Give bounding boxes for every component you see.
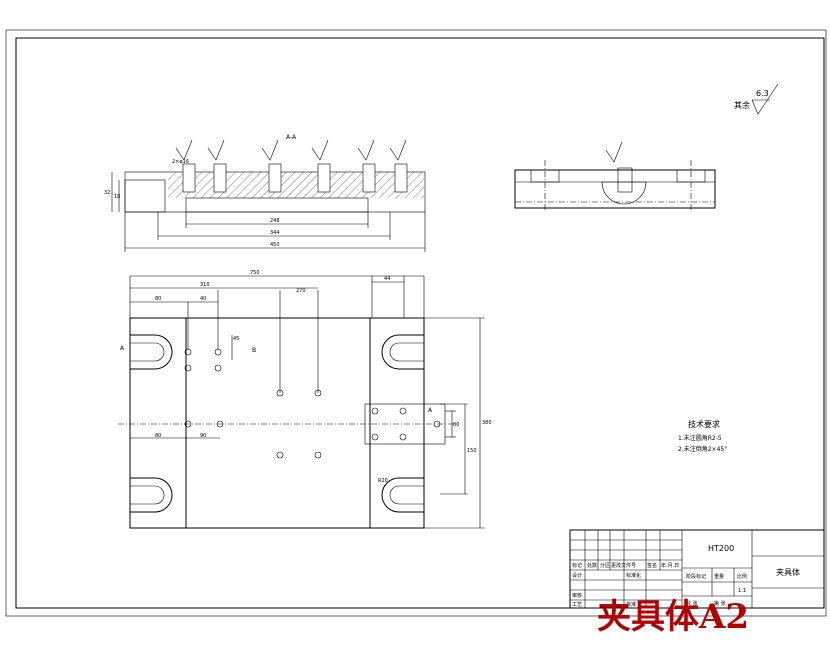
title-label-mark: 标记 <box>572 562 582 569</box>
title-label-weight: 重量 <box>714 573 724 580</box>
title-label-count: 处数 <box>587 562 597 569</box>
title-label-process: 工艺 <box>572 602 582 608</box>
title-label-approve: 批准 <box>626 601 636 608</box>
dim-height-1: 32 <box>104 190 110 196</box>
title-label-sign: 签名 <box>647 562 657 569</box>
title-label-date: 年.月.日 <box>661 562 679 569</box>
section-hole-note: 2×φ16 <box>172 159 189 165</box>
title-part-name: 夹具体 <box>776 567 800 577</box>
dim-height-2: 18 <box>114 194 120 200</box>
tech-req-item-1: 1.未注圆角R2-5 <box>678 434 722 442</box>
view-marker-a-right: A <box>428 407 433 414</box>
title-label-scale: 比例 <box>737 573 747 580</box>
title-label-review: 审核 <box>572 592 582 599</box>
roughness-label: 其余 <box>734 100 750 110</box>
title-label-sheet-no: 第 张 <box>714 600 726 607</box>
dim-height-total: 380 <box>482 420 492 426</box>
side-view <box>514 141 716 212</box>
watermark-text: 夹具体A2 <box>597 597 749 637</box>
title-label-sheets: 共 张 <box>686 600 698 607</box>
dim-width-3: 248 <box>270 218 280 224</box>
dim-f: 80 <box>155 433 161 439</box>
plan-view: 750 44 310 270 80 40 45 80 90 380 150 80… <box>118 270 492 529</box>
inner-frame <box>15 37 825 609</box>
view-marker-b: B <box>252 347 256 354</box>
outer-frame <box>5 29 827 617</box>
title-scale-value: 1:1 <box>738 588 746 594</box>
dim-e: 45 <box>233 336 239 342</box>
dim-b: 270 <box>296 288 306 294</box>
tech-req-item-2: 2.未注倒角2×45° <box>678 445 727 453</box>
roughness-symbol: 其余 6.3 <box>734 83 779 115</box>
title-material: HT200 <box>708 544 734 553</box>
dim-a: 310 <box>200 282 210 288</box>
dim-c: 80 <box>155 296 161 302</box>
radius-note: R20 <box>378 478 388 484</box>
title-block: 标记 处数 分区 更改文件号 签名 年.月.日 设计 标准化 阶段标记 重量 比… <box>569 529 825 609</box>
section-view: A-A 2×φ16 <box>104 134 426 252</box>
dim-right-offset: 44 <box>384 276 390 282</box>
title-label-zone: 分区 <box>600 562 610 569</box>
view-marker-a-left: A <box>120 345 125 352</box>
dim-total-length: 750 <box>250 270 260 276</box>
technical-requirements: 技术要求 1.未注圆角R2-5 2.未注倒角2×45° <box>678 419 727 453</box>
title-label-standard: 标准化 <box>626 572 641 579</box>
dim-height-small: 80 <box>453 422 459 428</box>
title-label-file: 更改文件号 <box>611 562 636 569</box>
tech-req-heading: 技术要求 <box>688 419 720 429</box>
dim-width-2: 344 <box>270 230 280 236</box>
title-label-design: 设计 <box>572 572 582 579</box>
dim-height-inner: 150 <box>467 448 477 454</box>
dim-g: 90 <box>200 433 206 439</box>
dim-overall-width: 450 <box>270 242 280 248</box>
section-label: A-A <box>286 134 297 141</box>
dim-d: 40 <box>200 296 206 302</box>
title-label-stage: 阶段标记 <box>686 573 706 580</box>
roughness-value: 6.3 <box>756 89 769 98</box>
